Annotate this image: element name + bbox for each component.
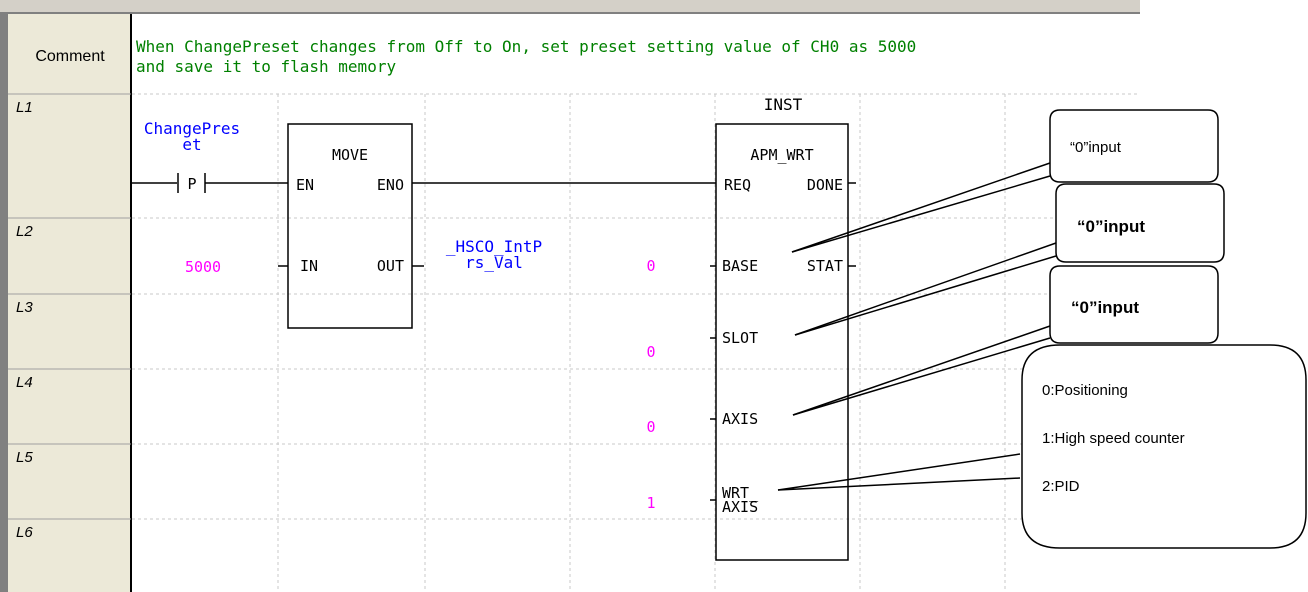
contact-name-line-2: et (182, 135, 201, 154)
move-out-var-line-1: _HSCO_IntP (446, 237, 542, 256)
grid-lines (132, 93, 1140, 592)
slot-input-value: 0 (646, 343, 655, 361)
callout-wrt-axis-line-3: 2:PID (1042, 478, 1080, 495)
row-header-panel (8, 14, 132, 592)
move-eno-pin: ENO (377, 176, 404, 194)
fb-name: APM_WRT (750, 146, 813, 164)
callout-base-text: “0”input (1070, 139, 1122, 156)
move-en-pin: EN (296, 176, 314, 194)
apm-wrt-block[interactable] (715, 123, 849, 561)
contact-name-line-1: ChangePres (144, 119, 240, 138)
callout-wrt-axis (777, 344, 1307, 549)
row-label: L1 (16, 99, 33, 116)
move-wiring (278, 182, 716, 267)
callout-axis-text: “0”input (1071, 298, 1139, 317)
top-frame (0, 0, 1140, 14)
fb-axis-pin: AXIS (722, 410, 758, 428)
callout-base (791, 109, 1219, 253)
left-frame (0, 14, 8, 592)
comment-line-2: and save it to flash memory (136, 57, 396, 76)
row-label: L3 (16, 299, 33, 316)
move-out-pin: OUT (377, 257, 404, 275)
fb-slot-pin: SLOT (722, 329, 758, 347)
fb-req-pin: REQ (724, 176, 751, 194)
move-in-value: 5000 (185, 258, 221, 276)
move-block[interactable] (287, 123, 413, 329)
row-label: L2 (16, 223, 33, 240)
row-label: L5 (16, 449, 33, 466)
callout-slot (794, 183, 1225, 336)
fb-base-pin: BASE (722, 257, 758, 275)
comment-label: Comment (35, 48, 105, 65)
comment-line-1: When ChangePreset changes from Off to On… (136, 37, 916, 56)
fb-stat-pin: STAT (807, 257, 843, 275)
fb-wrt-axis-pin-line-1: WRT_ (722, 484, 759, 502)
callout-wrt-axis-line-2: 1:High speed counter (1042, 430, 1185, 447)
move-out-var-line-2: rs_Val (465, 253, 523, 272)
fb-done-pin: DONE (807, 176, 843, 194)
row-label: L6 (16, 524, 33, 541)
move-in-pin: IN (300, 257, 318, 275)
contact-symbol: P (187, 175, 196, 193)
fb-wrt-axis-pin-line-2: AXIS (722, 498, 758, 516)
wrt-axis-input-value: 1 (646, 494, 655, 512)
fb-pin-stubs (710, 182, 856, 501)
callout-wrt-axis-line-1: 0:Positioning (1042, 382, 1128, 399)
axis-input-value: 0 (646, 418, 655, 436)
fb-instance-name: INST (764, 95, 803, 114)
move-block-name: MOVE (332, 146, 368, 164)
row-label: L4 (16, 374, 33, 391)
callout-slot-text: “0”input (1077, 217, 1145, 236)
callout-axis (792, 265, 1219, 416)
base-input-value: 0 (646, 257, 655, 275)
contact-p[interactable] (132, 173, 288, 193)
